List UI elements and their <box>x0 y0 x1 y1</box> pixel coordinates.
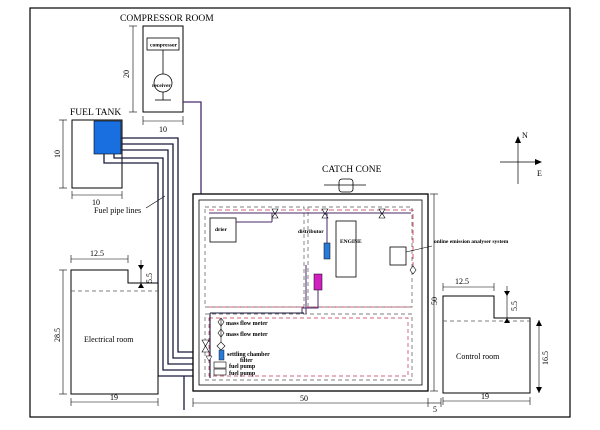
electrical-top-width-value: 12.5 <box>90 249 104 258</box>
test-cell-height-value: 50 <box>430 297 439 305</box>
engine-block <box>335 220 357 278</box>
test-cell-gap-value: 5 <box>433 405 437 414</box>
compass: N E <box>500 131 542 184</box>
catch-cone-label: CATCH CONE <box>322 165 382 175</box>
manifold-valve-right <box>378 208 386 219</box>
electrical-room: Electrical room 12.5 5.5 28.5 19 <box>53 249 159 406</box>
receiver-label: receiver <box>152 83 171 89</box>
compass-east-label: E <box>537 169 542 178</box>
engine-label: ENGINE <box>340 239 362 245</box>
compressor-room: COMPRESSOR ROOM compressor receiver 20 1… <box>120 14 214 134</box>
test-cell-dimensions <box>192 193 442 407</box>
analyser-box <box>389 246 407 266</box>
manifold-valve-left <box>271 208 279 219</box>
fuel-pipe-lines-label: Fuel pipe lines <box>94 206 141 215</box>
control-top-width-value: 12.5 <box>455 277 469 286</box>
distributor-label: distributor <box>298 229 324 235</box>
control-room-label: Control room <box>456 352 500 361</box>
fuel-pipe-lines-pointer <box>145 195 166 209</box>
injector-body <box>313 273 323 291</box>
fuel-train-valve <box>201 339 210 353</box>
fuel-pipe-3 <box>121 149 206 365</box>
fuel-tank-width-value: 10 <box>92 198 100 207</box>
fuel-pipe-1 <box>121 137 206 353</box>
control-height-value: 16.5 <box>541 351 550 365</box>
analyser-sample-port <box>409 265 417 275</box>
control-height-arrow-top <box>536 320 542 326</box>
test-cell-inner-wall <box>198 199 423 386</box>
compass-north-label: N <box>522 131 528 140</box>
mass-flow-meter-label-1: mass flow meter <box>226 321 268 327</box>
compressor-room-title: COMPRESSOR ROOM <box>120 14 214 24</box>
electrical-notch-value: 5.5 <box>145 273 154 283</box>
fuel-train-check-valve <box>216 341 226 351</box>
test-cell-width-value: 50 <box>300 394 308 403</box>
fuel-pipes <box>103 137 206 410</box>
fuel-tank-title: FUEL TANK <box>70 108 121 118</box>
drier-label: drier <box>215 227 227 233</box>
control-room: Control room 12.5 5.5 16.5 19 <box>442 277 550 405</box>
fuel-supply-line <box>301 290 319 314</box>
mass-flow-meter-label-2: mass flow meter <box>226 332 268 338</box>
filter-symbol <box>205 355 213 362</box>
control-notch-arrow-top <box>504 291 510 296</box>
fuel-tank-vessel <box>93 120 122 155</box>
lower-bay-inner <box>208 317 409 377</box>
fuel-pipe-4 <box>113 154 206 371</box>
fuel-pump-label-1: fuel pump <box>229 364 256 370</box>
electrical-height-value: 28.5 <box>53 328 62 342</box>
compressor-height-value: 20 <box>122 70 131 78</box>
compass-east-arrow <box>535 159 542 165</box>
filter-label: filter <box>240 358 253 364</box>
electrical-notch-arrow-bottom <box>138 283 144 288</box>
test-cell: drier distributor ENGINE online emission… <box>192 193 509 392</box>
compressor-width-value: 10 <box>159 125 167 134</box>
fuel-pump-2 <box>213 368 227 376</box>
analyser-pointer <box>405 245 433 253</box>
electrical-notch-arrow-top <box>138 265 144 270</box>
drier-box <box>209 217 237 243</box>
fuel-pipe-2 <box>121 143 206 359</box>
control-notch-value: 5.5 <box>510 301 519 311</box>
analyser-label: online emission analyser system <box>434 239 509 245</box>
settling-chamber-label: settling chamber <box>227 352 270 358</box>
compass-north-arrow <box>515 136 521 143</box>
electrical-room-label: Electrical room <box>84 335 134 344</box>
control-height-arrow-bottom <box>536 387 542 393</box>
catch-cone-body <box>338 178 354 193</box>
fuel-pump-label-2: fuel pump <box>229 371 256 377</box>
control-notch-arrow-bottom <box>504 318 510 323</box>
outer-frame <box>29 7 571 418</box>
compressor-label: compressor <box>150 43 178 49</box>
fuel-tank: FUEL TANK 10 10 Fuel pipe lines <box>53 108 166 215</box>
control-width-value: 19 <box>481 392 489 401</box>
electrical-width-value: 19 <box>110 393 118 402</box>
settling-chamber-vessel <box>218 349 225 361</box>
distributor-body <box>323 242 331 260</box>
electrical-room-outline <box>70 269 159 395</box>
fuel-tank-height-value: 10 <box>53 150 62 158</box>
fuel-pump-1 <box>213 361 227 369</box>
fuel-pipe-5 <box>103 154 206 377</box>
